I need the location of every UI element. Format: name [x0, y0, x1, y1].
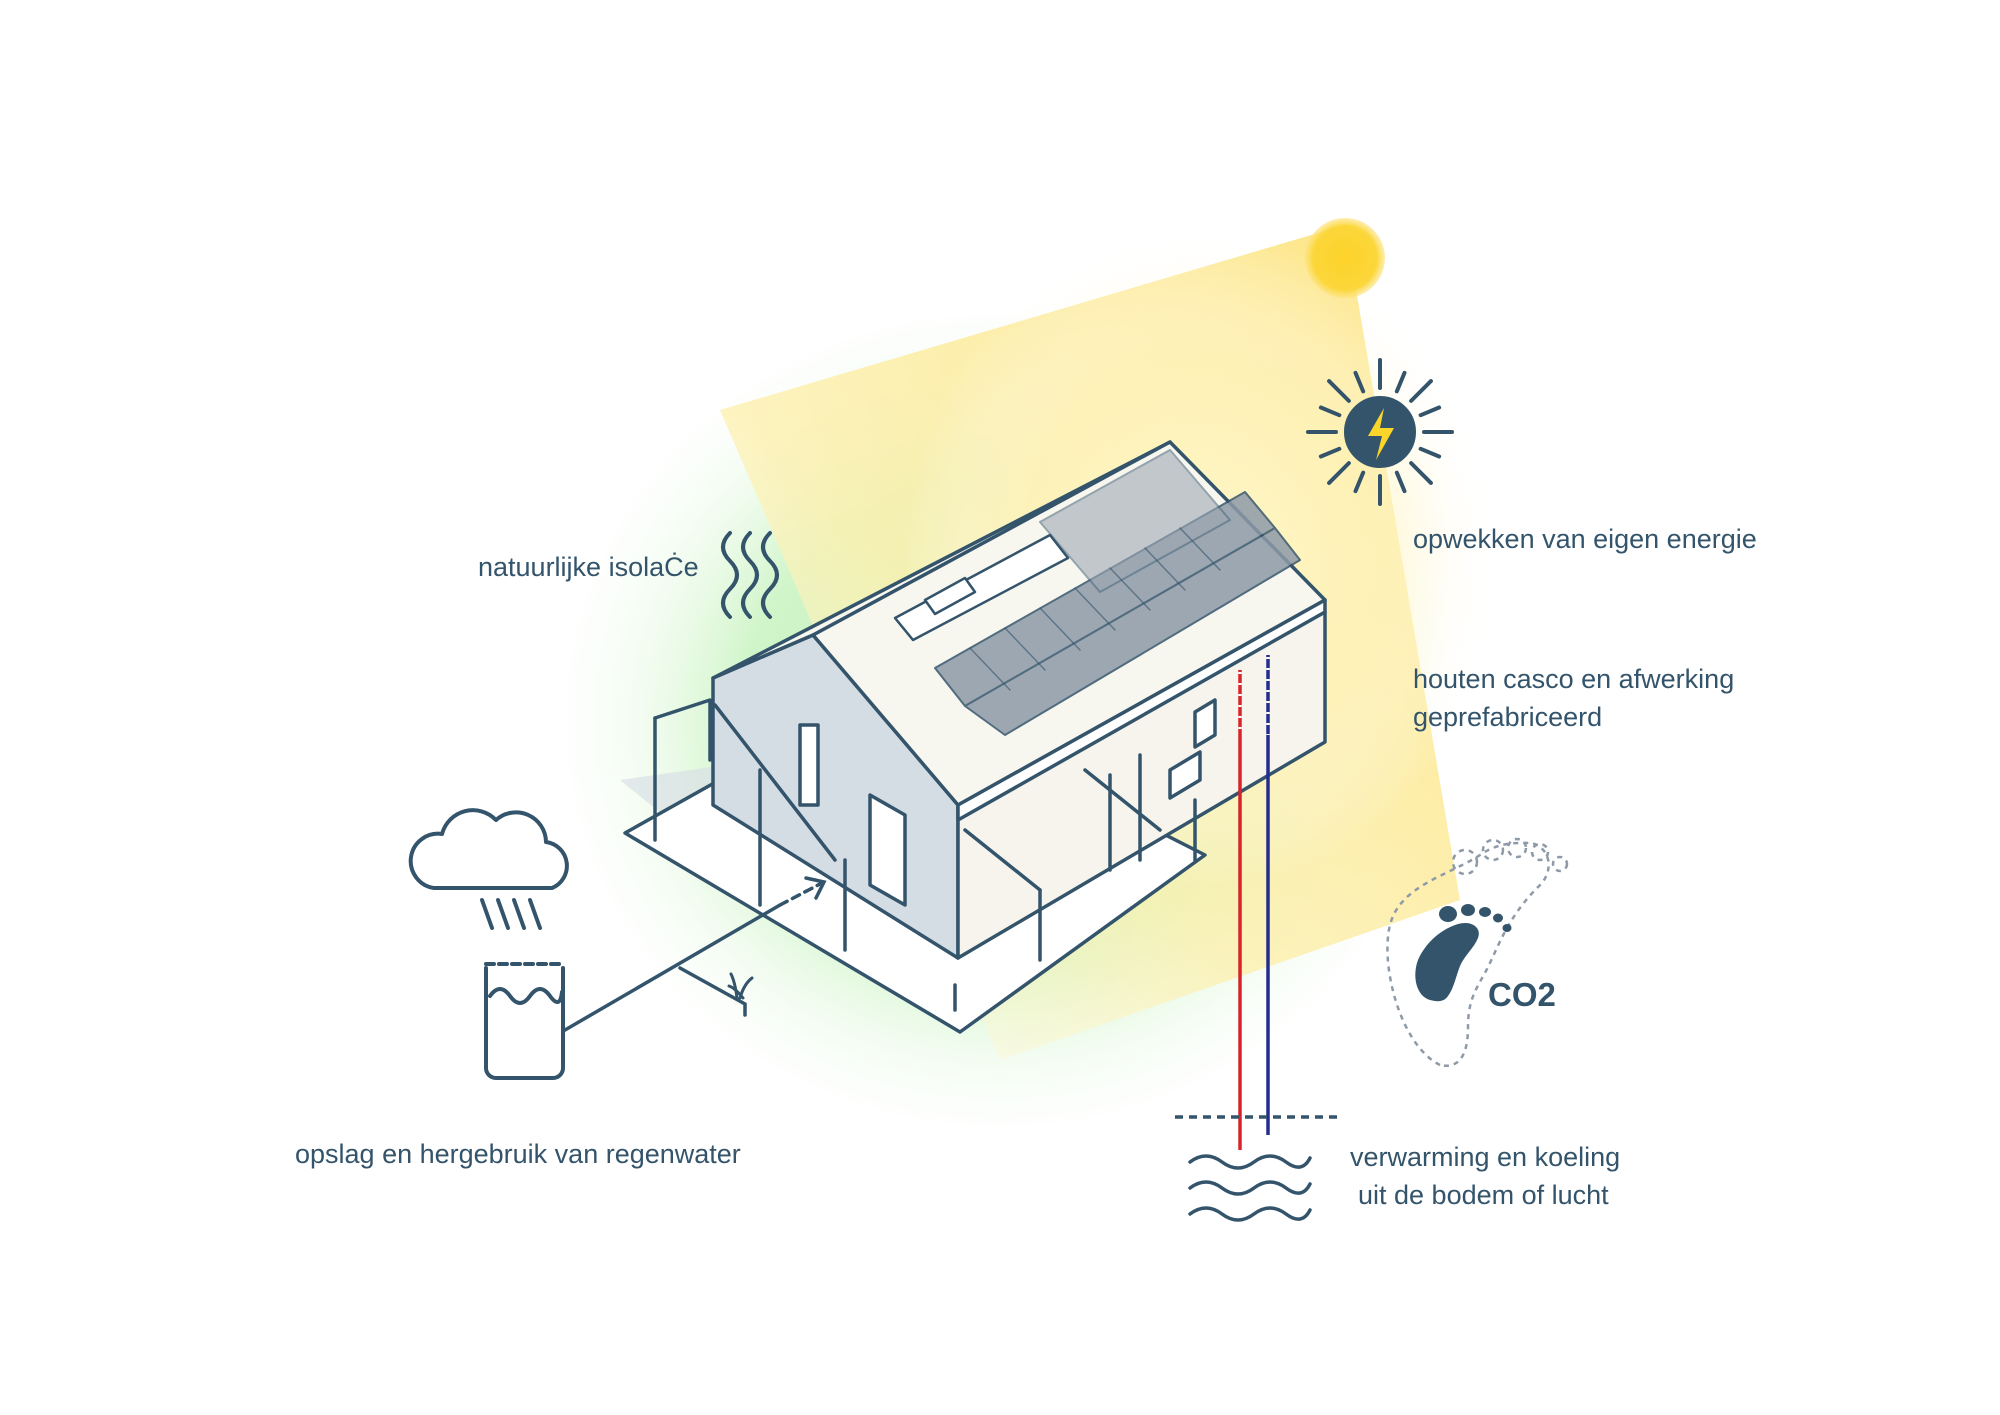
- sun-icon: [1305, 218, 1385, 298]
- ground-waves-icon: [1188, 1154, 1312, 1222]
- label-heating-line1: verwarming en koeling: [1350, 1142, 1621, 1172]
- sun-ray: [1327, 379, 1351, 403]
- label-rainwater: opslag en hergebruik van regenwater: [295, 1139, 741, 1169]
- label-solar-energy: opwekken van eigen energie: [1413, 524, 1757, 554]
- sun-ray: [1394, 470, 1407, 494]
- sun-ray: [1418, 446, 1442, 459]
- label-timber-frame: houten casco en afwerking geprefabriceer…: [1413, 660, 1734, 736]
- ground-source-pipes: [1175, 655, 1340, 1150]
- label-timber-line2: geprefabriceerd: [1413, 702, 1603, 732]
- label-heating-line2: uit de bodem of lucht: [1358, 1180, 1609, 1210]
- skylights: [893, 533, 1070, 642]
- sun-ray: [1394, 370, 1407, 394]
- sun-ray: [1318, 405, 1342, 418]
- co2-footprint-icon: [1386, 837, 1569, 1067]
- water-tank-icon: [484, 962, 565, 1080]
- sun-ray: [1327, 461, 1351, 485]
- heat-waves-icon: [721, 531, 779, 619]
- house: [620, 440, 1327, 1034]
- sun-ray: [1409, 461, 1433, 485]
- rainwater-pipe-arrow: [563, 876, 827, 1032]
- label-natural-insulation: natuurlijke isolaĊe: [478, 552, 699, 582]
- solar-panels: [934, 449, 1301, 736]
- sun-ray: [1418, 405, 1442, 418]
- sun-ray: [1353, 370, 1366, 394]
- grass-icon: [727, 972, 754, 1000]
- co2-label: CO2: [1488, 976, 1556, 1013]
- footprint-solid: [1415, 904, 1512, 1002]
- solar-energy-icon: [1306, 358, 1454, 506]
- sun-ray: [1353, 470, 1366, 494]
- sun-ray: [1318, 446, 1342, 459]
- label-timber-line1: houten casco en afwerking: [1413, 664, 1735, 694]
- rain-cloud-icon: [408, 808, 569, 930]
- pergola: [653, 698, 1197, 1012]
- sun-ray: [1409, 379, 1433, 403]
- label-heating-cooling: verwarming en koeling uit de bodem of lu…: [1350, 1138, 1620, 1214]
